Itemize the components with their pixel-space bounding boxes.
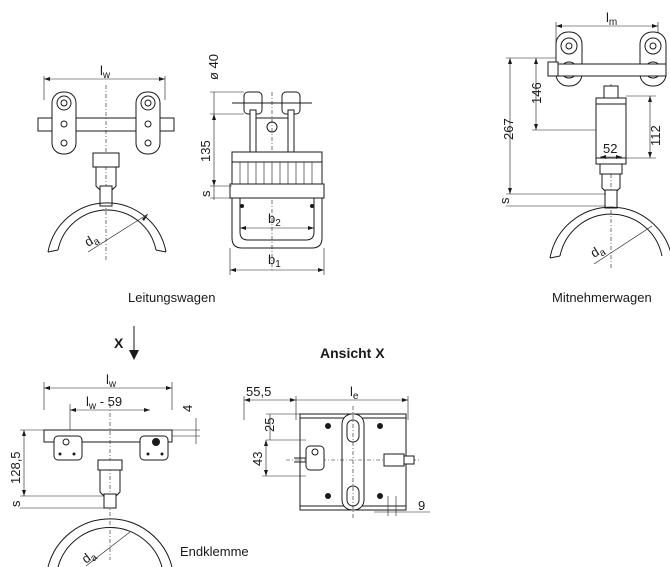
dim-s-label-3: s (8, 500, 23, 507)
dim-da-label-2: da (588, 241, 609, 263)
ansicht-x-view: Ansicht X 55,5 le 25 (243, 345, 430, 518)
ansicht-x-title: Ansicht X (320, 345, 385, 361)
dim-55-label: 55,5 (246, 384, 271, 399)
endklemme-view: X lw lw - 59 4 (8, 326, 200, 567)
caption-leitungswagen: Leitungswagen (128, 290, 215, 305)
mitnehmerwagen-view: lm 267 146 (497, 10, 670, 270)
dim-lm-label: lm (606, 10, 617, 28)
dim-phi40-label: ø 40 (206, 54, 221, 80)
dim-112-label: 112 (648, 125, 663, 146)
dim-b1-label: b1 (268, 252, 281, 270)
dim-da-label-3: da (79, 546, 101, 567)
dim-135-label: 135 (198, 140, 213, 162)
dim-da-label-1: da (82, 230, 103, 252)
dim-lw59-label: lw - 59 (86, 394, 122, 412)
dim-43-label: 43 (250, 452, 265, 466)
dim-128-label: 128,5 (8, 451, 23, 484)
dim-le-label: le (350, 384, 359, 402)
dim-25-label: 25 (262, 418, 277, 432)
caption-mitnehmerwagen: Mitnehmerwagen (552, 290, 652, 305)
dim-s-label-2: s (497, 197, 512, 204)
dim-lw-label: lw (100, 63, 111, 81)
dim-b2-label: b2 (268, 211, 281, 229)
leitungswagen-front-view: ø 40 135 s b2 b1 (198, 54, 325, 275)
dim-s-label-1: s (198, 190, 213, 197)
dim-9-label: 9 (418, 498, 425, 513)
caption-endklemme: Endklemme (180, 544, 249, 559)
x-marker-label: X (114, 335, 124, 351)
dim-267-label: 267 (501, 118, 516, 140)
dim-4-label: 4 (180, 405, 195, 412)
dim-146-label: 146 (529, 82, 544, 104)
leitungswagen-side-view: lw da (37, 63, 175, 260)
dim-52-label: 52 (603, 141, 617, 156)
dim-lw-label-2: lw (106, 372, 117, 390)
